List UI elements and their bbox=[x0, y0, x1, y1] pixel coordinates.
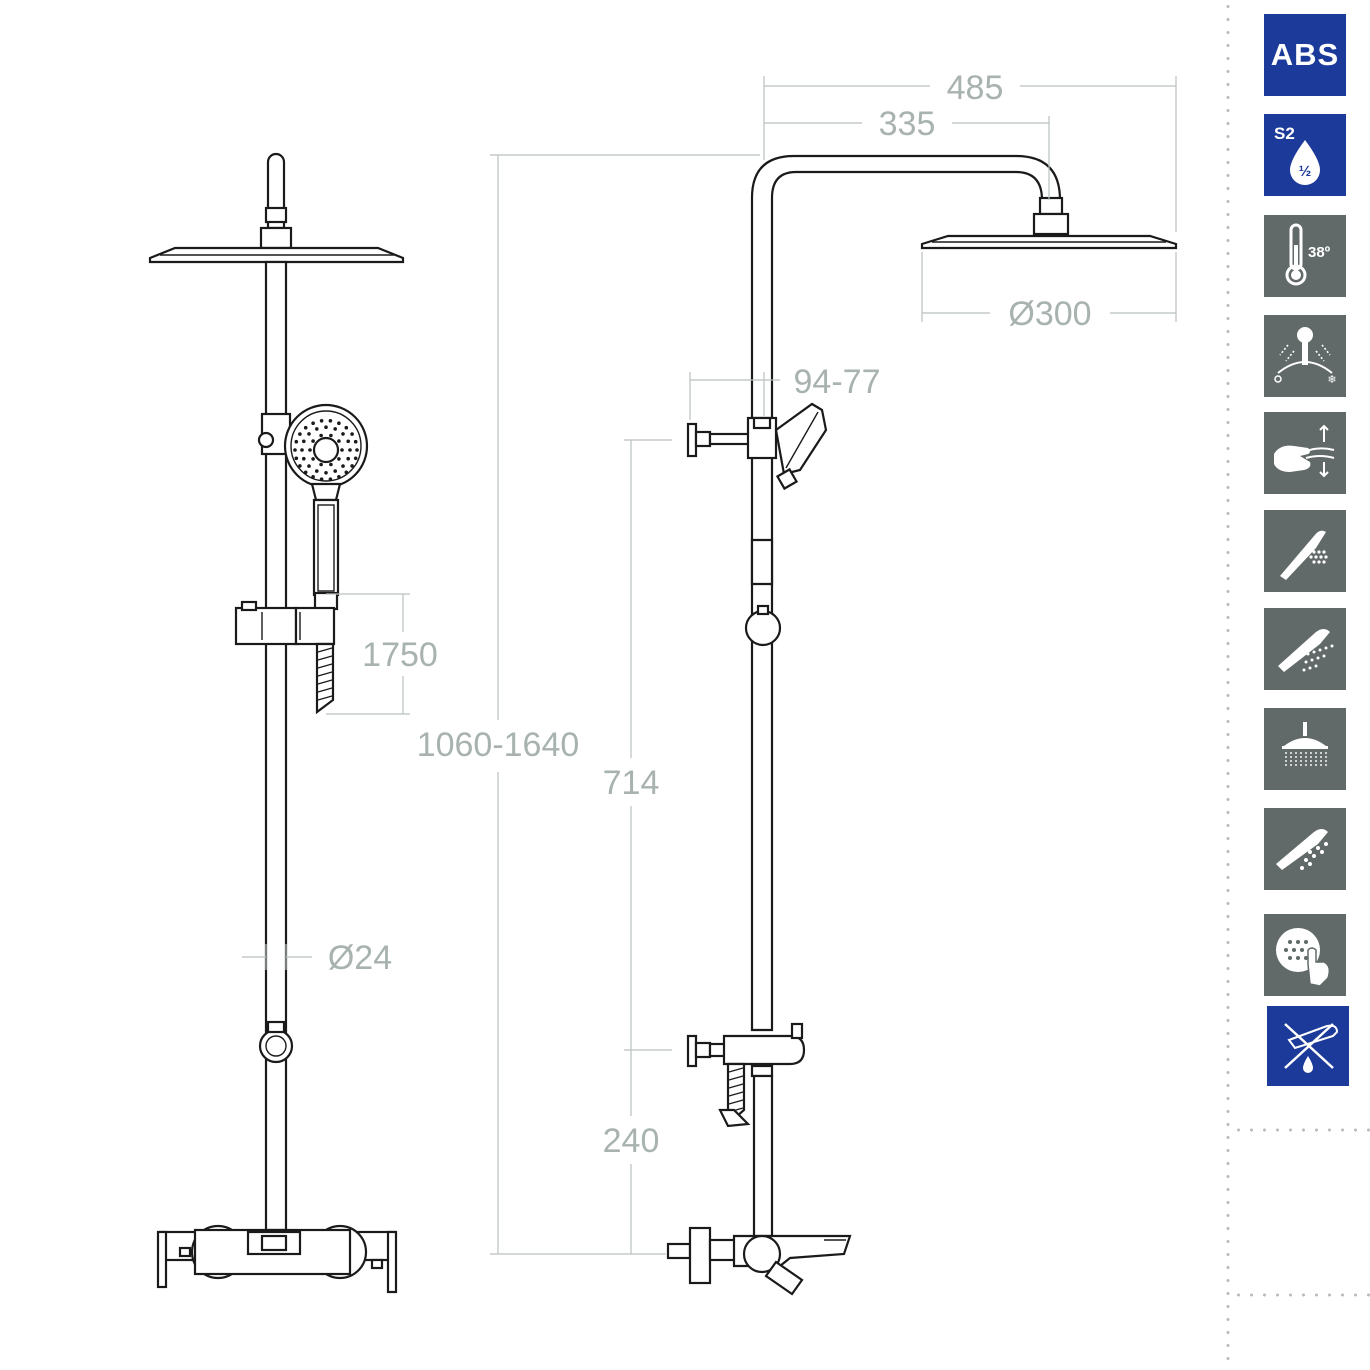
nozzle-dot bbox=[346, 439, 351, 444]
nozzle-dot bbox=[353, 439, 358, 444]
front-view bbox=[148, 152, 405, 1294]
nozzle-dot bbox=[307, 432, 311, 436]
nozzle-dot bbox=[315, 469, 319, 473]
nozzle-dot bbox=[319, 477, 324, 482]
hand-shower-spray-icon bbox=[1264, 510, 1346, 592]
nozzle-dot bbox=[294, 456, 299, 461]
svg-text:❄: ❄ bbox=[1327, 374, 1336, 386]
nozzle-dot bbox=[350, 432, 354, 436]
nozzle-dot bbox=[293, 448, 297, 452]
nozzle-dot bbox=[337, 439, 341, 443]
nozzle-dot bbox=[341, 432, 345, 436]
dim-head-diameter: Ø300 bbox=[1008, 295, 1091, 333]
nozzle-dot bbox=[340, 448, 344, 452]
nozzle-dot bbox=[333, 469, 338, 473]
nozzle-dot bbox=[311, 439, 315, 443]
nozzle-dot bbox=[348, 448, 352, 452]
side-slider-knob bbox=[744, 609, 782, 647]
side-head-connector bbox=[1032, 212, 1070, 236]
nozzle-dot bbox=[300, 448, 304, 452]
nozzle-dot bbox=[308, 448, 312, 452]
abs-badge-icon: ABS bbox=[1264, 14, 1346, 96]
rain-head-icon bbox=[1264, 708, 1346, 790]
nozzle-dot bbox=[329, 462, 333, 467]
nozzle-dot bbox=[311, 457, 315, 461]
nozzle-dot bbox=[337, 457, 341, 461]
s2-label: S2 bbox=[1274, 124, 1295, 143]
separator-horizontal-2 bbox=[1232, 1293, 1370, 1297]
side-lower-bracket bbox=[686, 1022, 806, 1128]
side-wall-bracket-top bbox=[686, 416, 778, 460]
nozzle-dot bbox=[344, 470, 349, 475]
nozzle-dot bbox=[311, 421, 315, 426]
front-top-nut bbox=[264, 206, 288, 224]
hot-cold-dial-icon: ❄ bbox=[1264, 315, 1346, 397]
dim-width-total: 485 bbox=[947, 69, 1004, 107]
nozzle-dot bbox=[324, 471, 328, 475]
hand-flow-icon bbox=[1264, 412, 1346, 494]
side-lower-rod bbox=[752, 1074, 774, 1238]
thermometer-icon: 38º bbox=[1264, 215, 1346, 297]
no-limescale-icon bbox=[1267, 1006, 1349, 1086]
dim-bar-to-mixer: 714 bbox=[603, 764, 660, 802]
front-hand-shower bbox=[283, 403, 369, 611]
nozzle-dot bbox=[329, 433, 333, 438]
nozzle-dot bbox=[302, 439, 306, 444]
nozzle-dot bbox=[303, 425, 308, 430]
nozzle-dot bbox=[333, 427, 338, 431]
dim-bar-diameter: Ø24 bbox=[328, 939, 392, 977]
nozzle-dot bbox=[337, 421, 341, 426]
side-shower-arm bbox=[750, 154, 1062, 1032]
nozzle-dot bbox=[337, 475, 341, 479]
nozzle-dot bbox=[353, 456, 358, 461]
dim-mixer-height: 240 bbox=[603, 1122, 660, 1160]
hand-shower-rain-icon bbox=[1264, 608, 1346, 690]
s2-fraction: ½ bbox=[1299, 163, 1312, 180]
dimension-lines bbox=[242, 76, 1177, 1255]
nozzle-dot bbox=[298, 464, 302, 468]
front-mixer bbox=[156, 1224, 398, 1294]
nozzle-dot bbox=[344, 425, 349, 430]
nozzle-dot bbox=[294, 439, 299, 444]
nozzle-dot bbox=[298, 432, 302, 436]
nozzle-dot bbox=[355, 448, 359, 452]
dim-height-range: 1060-1640 bbox=[417, 726, 580, 764]
nozzle-dot bbox=[324, 425, 328, 430]
side-hand-shower bbox=[750, 402, 828, 586]
dim-wall-offset: 94-77 bbox=[794, 363, 881, 401]
dim-arm-length: 335 bbox=[879, 105, 936, 143]
nozzle-dot bbox=[307, 464, 311, 468]
nozzle-dot bbox=[341, 464, 345, 468]
nozzle-dot bbox=[303, 470, 308, 475]
separator-vertical bbox=[1226, 0, 1230, 1370]
hand-shower-massage-icon bbox=[1264, 808, 1346, 890]
nozzle-dot bbox=[302, 456, 306, 461]
front-hose bbox=[315, 642, 335, 715]
s2-water-drop-icon: S2 ½ bbox=[1264, 114, 1346, 196]
technical-drawing: 485 335 Ø300 94-77 1060-1640 714 240 175… bbox=[148, 69, 1178, 1296]
front-main-rod bbox=[264, 260, 288, 1232]
side-mixer bbox=[666, 1226, 852, 1296]
nozzle-dot bbox=[328, 419, 333, 423]
temperature-label: 38º bbox=[1308, 244, 1331, 261]
front-hand-shower-nozzles bbox=[293, 419, 359, 482]
nozzle-dot bbox=[350, 464, 354, 468]
front-height-slider bbox=[234, 600, 336, 646]
nozzle-dot bbox=[328, 477, 333, 482]
dim-hose-length: 1750 bbox=[362, 636, 438, 674]
abs-label: ABS bbox=[1270, 37, 1340, 72]
side-view bbox=[666, 154, 1178, 1296]
nozzle-dot bbox=[311, 475, 315, 479]
front-head-connector bbox=[259, 226, 293, 250]
nozzle-dot bbox=[319, 419, 324, 423]
easy-clean-icon bbox=[1264, 914, 1346, 996]
nozzle-dot bbox=[346, 456, 351, 461]
side-head-nut bbox=[1038, 196, 1064, 216]
front-lower-support bbox=[258, 1028, 294, 1064]
nozzle-dot bbox=[319, 462, 323, 467]
nozzle-dot bbox=[315, 427, 319, 431]
nozzle-dot bbox=[319, 433, 323, 438]
separator-horizontal-1 bbox=[1232, 1128, 1370, 1132]
